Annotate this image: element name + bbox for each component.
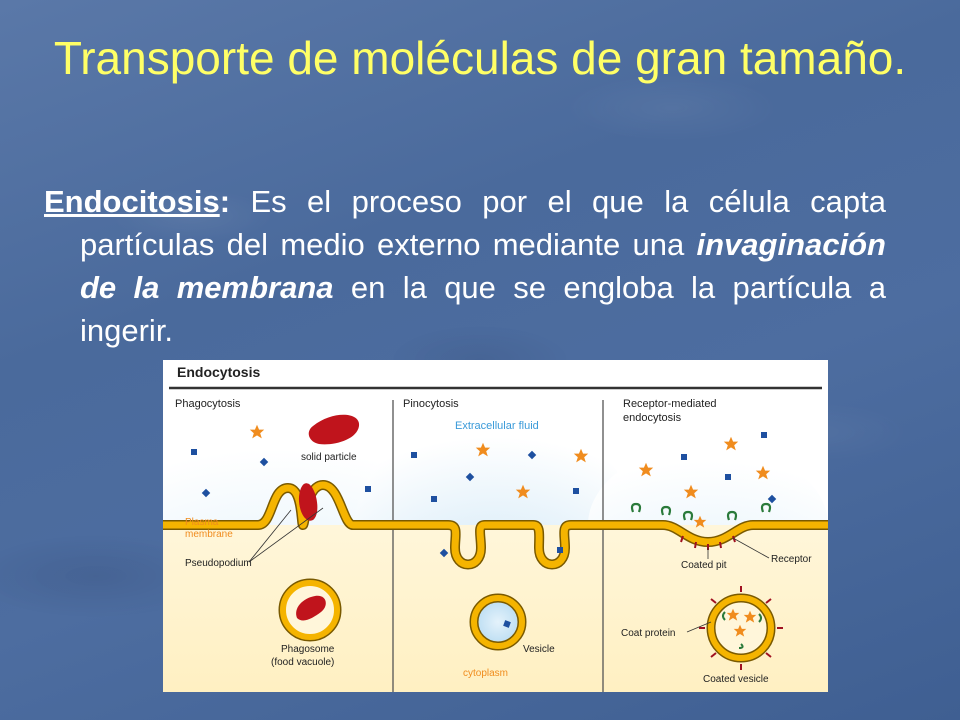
body-paragraph: Endocitosis: Es el proceso por el que la… bbox=[44, 180, 886, 352]
coated-pit-label: Coated pit bbox=[681, 560, 727, 571]
extracellular-fluid-label: Extracellular fluid bbox=[455, 420, 539, 432]
term-colon: : bbox=[219, 184, 231, 219]
extracellular-squares bbox=[191, 432, 777, 558]
receptors bbox=[630, 502, 772, 521]
plasma-label: Plasma bbox=[185, 517, 219, 528]
term-label: Endocitosis bbox=[44, 184, 220, 219]
receptor-label: Receptor bbox=[771, 554, 812, 565]
coated-vesicle-label: Coated vesicle bbox=[703, 674, 769, 685]
endocytosis-figure: Endocytosis Phagocytosis Pinocytosis Rec… bbox=[163, 360, 828, 692]
body-emphasis: invaginación de la membrana bbox=[80, 227, 886, 305]
pseudopodium-label: Pseudopodium bbox=[185, 558, 252, 569]
receptor-title-2: endocytosis bbox=[623, 412, 682, 424]
coat-protein-label: Coat protein bbox=[621, 628, 675, 639]
receptor-title-1: Receptor-mediated bbox=[623, 398, 717, 410]
vesicle-solute bbox=[503, 620, 511, 628]
figure-header: Endocytosis bbox=[177, 364, 260, 380]
engulfed-particle bbox=[298, 483, 318, 521]
phagosome-label: Phagosome bbox=[281, 644, 335, 655]
solid-particle-label: solid particle bbox=[301, 452, 357, 463]
leader-lines bbox=[248, 507, 770, 633]
vesicle-label: Vesicle bbox=[523, 644, 555, 655]
cytoplasm-label: cytoplasm bbox=[463, 668, 508, 679]
slide-title: Transporte de moléculas de gran tamaño. bbox=[53, 32, 907, 84]
food-vacuole-label: (food vacuole) bbox=[271, 657, 334, 668]
body-text-before: Es el proceso por el que la célula capta… bbox=[80, 184, 886, 262]
endocytosis-diagram: Endocytosis Phagocytosis Pinocytosis Rec… bbox=[163, 360, 828, 692]
phagosome-particle bbox=[296, 595, 326, 621]
slide-body: Endocitosis: Es el proceso por el que la… bbox=[44, 180, 886, 352]
pinocytosis-title: Pinocytosis bbox=[403, 398, 459, 410]
coated-vesicle bbox=[699, 586, 783, 670]
body-text-after: en la que se engloba la partícula a inge… bbox=[80, 270, 887, 348]
solid-particle bbox=[308, 414, 360, 445]
plasma-membrane-fill bbox=[163, 481, 828, 568]
pinocytic-vesicle bbox=[471, 595, 525, 649]
membrane-label: membrane bbox=[185, 529, 233, 540]
figure-header-bg bbox=[163, 360, 828, 384]
phagocytosis-title: Phagocytosis bbox=[175, 398, 241, 410]
